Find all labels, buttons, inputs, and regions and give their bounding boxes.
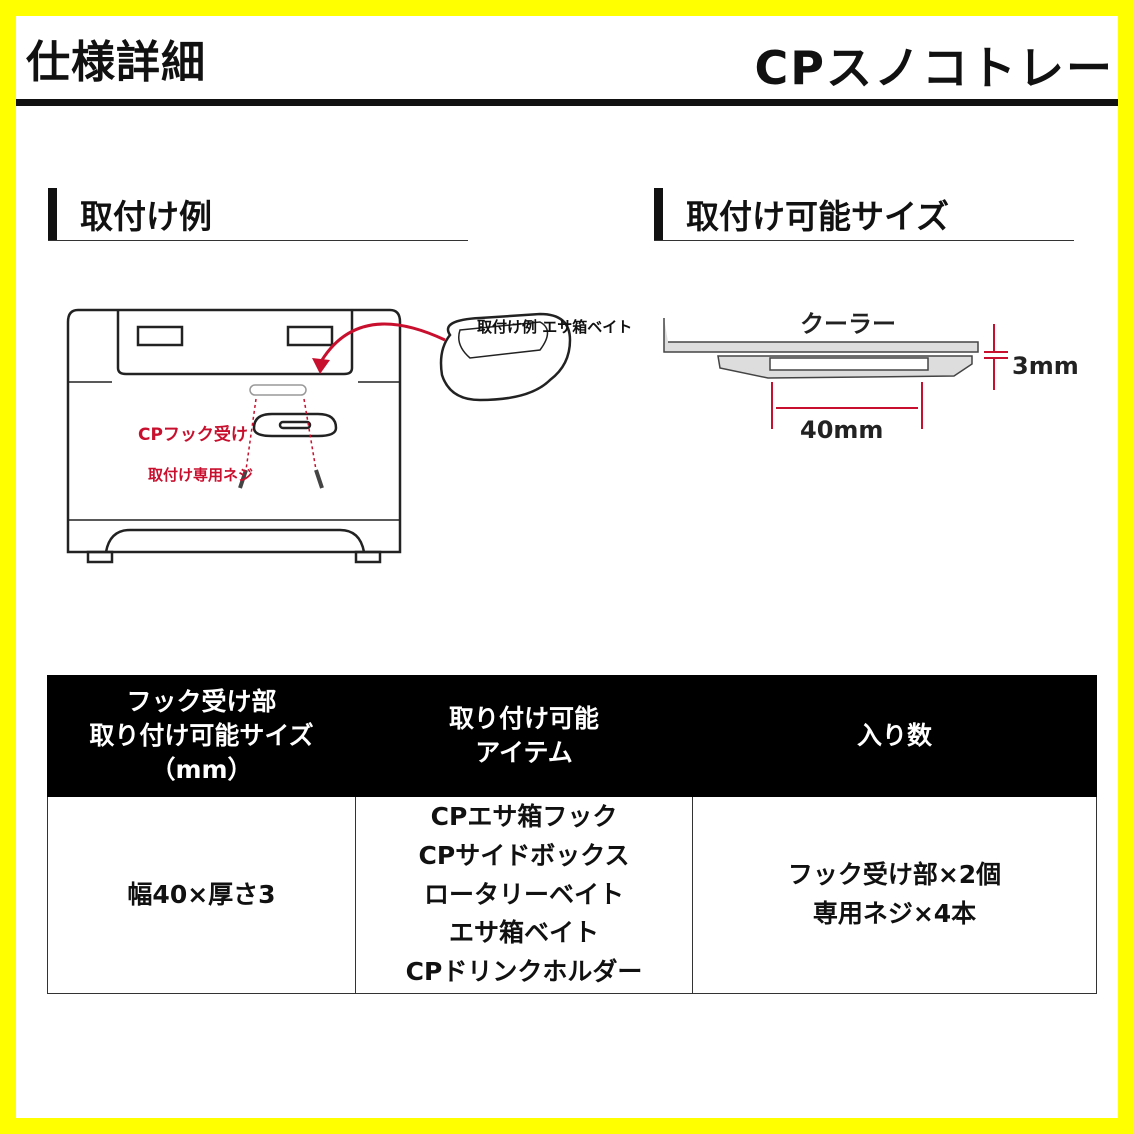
cell-items: CPエサ箱フック CPサイドボックス ロータリーベイト エサ箱ベイト CPドリン…: [355, 796, 693, 994]
section-title: 取付け例: [80, 197, 212, 236]
screw-icons: [238, 469, 324, 489]
header-divider: [16, 99, 1118, 106]
cooler-wall: [663, 318, 979, 353]
spec-sheet: 仕様詳細 CPスノコトレー 取付け例 取付け可能サイズ: [16, 16, 1118, 1118]
insertion-arrow: [312, 322, 446, 374]
cooler-drawing: [66, 308, 572, 564]
cooler-label: クーラー: [800, 310, 896, 338]
mounting-size-diagram: クーラー 40mm 3mm: [663, 310, 1079, 444]
header-size: フック受け部 取り付け可能サイズ （mm）: [47, 675, 356, 797]
screw-guides: [245, 398, 317, 471]
section-heading-example: 取付け例: [48, 188, 468, 241]
page-title: 仕様詳細: [26, 37, 206, 88]
spec-table: フック受け部 取り付け可能サイズ （mm） 取り付け可能 アイテム 入り数 幅4…: [47, 675, 1097, 994]
section-title: 取付け可能サイズ: [686, 197, 950, 236]
table-row: 幅40×厚さ3 CPエサ箱フック CPサイドボックス ロータリーベイト エサ箱ベ…: [47, 796, 1097, 994]
thickness-label: 3mm: [1012, 352, 1079, 380]
heading-bar: [48, 188, 57, 240]
header-quantity: 入り数: [692, 675, 1097, 797]
example-caption: 取付け例 エサ箱ベイト: [477, 318, 632, 336]
section-heading-size: 取付け可能サイズ: [654, 188, 1074, 241]
width-label: 40mm: [800, 416, 883, 444]
cell-size: 幅40×厚さ3: [47, 796, 356, 994]
product-name: CPスノコトレー: [754, 41, 1114, 95]
dimension-lines: [771, 324, 1008, 429]
heading-bar: [654, 188, 663, 240]
header-items: 取り付け可能 アイテム: [355, 675, 693, 797]
hook-label: CPフック受け: [138, 424, 248, 445]
table-header-row: フック受け部 取り付け可能サイズ （mm） 取り付け可能 アイテム 入り数: [47, 675, 1097, 797]
screw-label: 取付け専用ネジ: [148, 466, 253, 484]
cell-quantity: フック受け部×2個 専用ネジ×4本: [692, 796, 1097, 994]
mounting-example-illustration: 取付け例 エサ箱ベイト CPフック受け 取付け専用ネジ: [66, 308, 632, 564]
